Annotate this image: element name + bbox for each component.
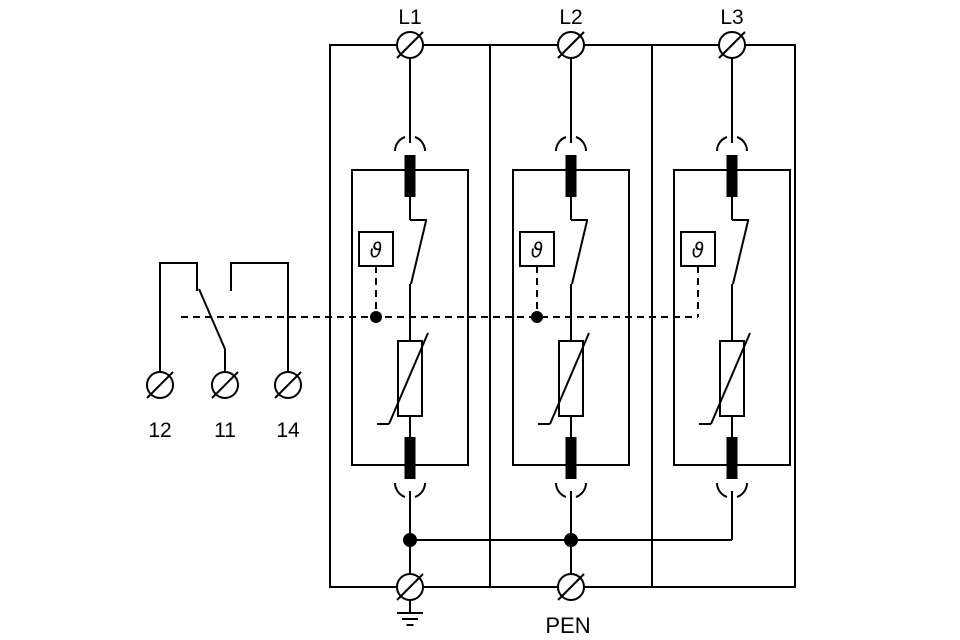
terminal-11-label: 11: [214, 419, 236, 442]
phase-label-l3: L3: [720, 6, 743, 29]
changeover-blade: [198, 288, 226, 350]
plug-contact-icon: [716, 482, 748, 498]
link-junction-dot: [531, 311, 543, 323]
phase-label-l2: L2: [559, 6, 582, 29]
thermal-protection-box: [358, 231, 394, 267]
phase-branch-l2: ϑ L2: [512, 6, 630, 540]
theta-symbol: ϑ: [531, 238, 543, 262]
terminal-slash-icon: [557, 573, 585, 601]
terminal-slash-icon: [274, 371, 302, 399]
varistor-icon: [397, 340, 423, 417]
terminal-pen-2: [557, 573, 585, 601]
terminal-12: [146, 371, 174, 399]
plug-contact-icon: [555, 136, 587, 152]
terminal-slash-icon: [211, 371, 239, 399]
terminal-l3: [718, 31, 746, 59]
phase-branch-l1: ϑ L1: [351, 6, 469, 540]
thermal-protection-box: [519, 231, 555, 267]
terminal-slash-icon: [146, 371, 174, 399]
terminal-12-label: 12: [148, 419, 171, 442]
theta-symbol: ϑ: [370, 238, 382, 262]
varistor-diagonal: [710, 332, 751, 425]
remote-signal-contact: 12 11 14: [146, 262, 302, 442]
terminal-slash-icon: [718, 31, 746, 59]
thermal-disconnect-blade: [571, 220, 588, 285]
plug-contact-icon: [555, 482, 587, 498]
contact-12-wire: [159, 262, 198, 372]
electrode-bar: [565, 437, 577, 479]
terminal-11: [211, 371, 239, 399]
varistor-diagonal: [388, 332, 429, 425]
ground-icon: [397, 600, 423, 626]
electrode-bar: [726, 155, 738, 197]
plug-contact-icon: [394, 136, 426, 152]
theta-symbol: ϑ: [692, 238, 704, 262]
plug-contact-icon: [394, 482, 426, 498]
pen-label: PEN: [545, 613, 590, 638]
phase-label-l1: L1: [398, 6, 421, 29]
terminal-14: [274, 371, 302, 399]
plug-contact-icon: [716, 136, 748, 152]
terminal-14-label: 14: [276, 419, 300, 442]
terminal-l2: [557, 31, 585, 59]
thermal-disconnect-blade: [410, 220, 427, 285]
pen-bus: PEN: [396, 533, 732, 638]
thermal-protection-box: [680, 231, 716, 267]
thermal-disconnect-blade: [732, 220, 749, 285]
electrode-bar: [726, 437, 738, 479]
link-junction-dot: [370, 311, 382, 323]
varistor-diagonal: [549, 332, 590, 425]
phase-branch-l3: ϑ L3: [673, 6, 791, 540]
electrode-bar: [404, 155, 416, 197]
terminal-pen-1: [396, 573, 424, 601]
varistor-icon: [719, 340, 745, 417]
electrode-bar: [404, 437, 416, 479]
terminal-slash-icon: [557, 31, 585, 59]
terminal-l1: [396, 31, 424, 59]
electrode-bar: [565, 155, 577, 197]
terminal-slash-icon: [396, 573, 424, 601]
varistor-icon: [558, 340, 584, 417]
contact-14-wire: [230, 262, 289, 372]
terminal-slash-icon: [396, 31, 424, 59]
